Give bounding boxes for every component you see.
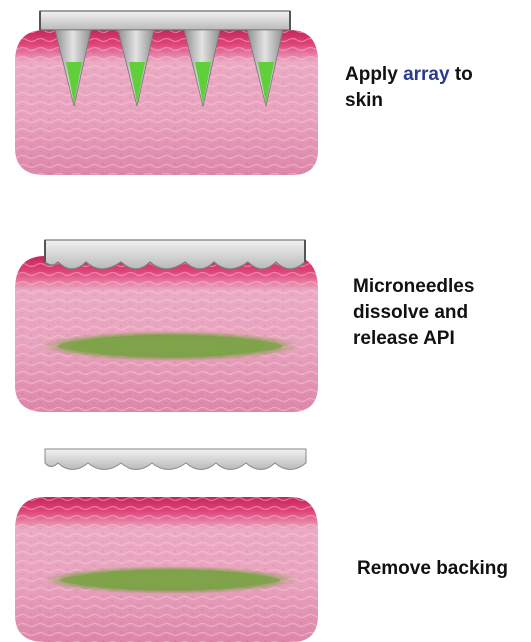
removed-array-backing: [45, 449, 306, 470]
step-3-label: Remove backing: [357, 556, 527, 582]
array-backing: [40, 11, 290, 30]
step-1-panel: [15, 11, 318, 175]
step-1-highlight: array: [403, 64, 450, 85]
step-1-label: Apply array to skin: [345, 62, 515, 114]
step-2-label: Microneedles dissolve and release API: [353, 274, 513, 352]
step-3-panel: [15, 449, 318, 642]
step-1-text-before: Apply: [345, 64, 403, 85]
step-2-panel: [15, 240, 318, 412]
